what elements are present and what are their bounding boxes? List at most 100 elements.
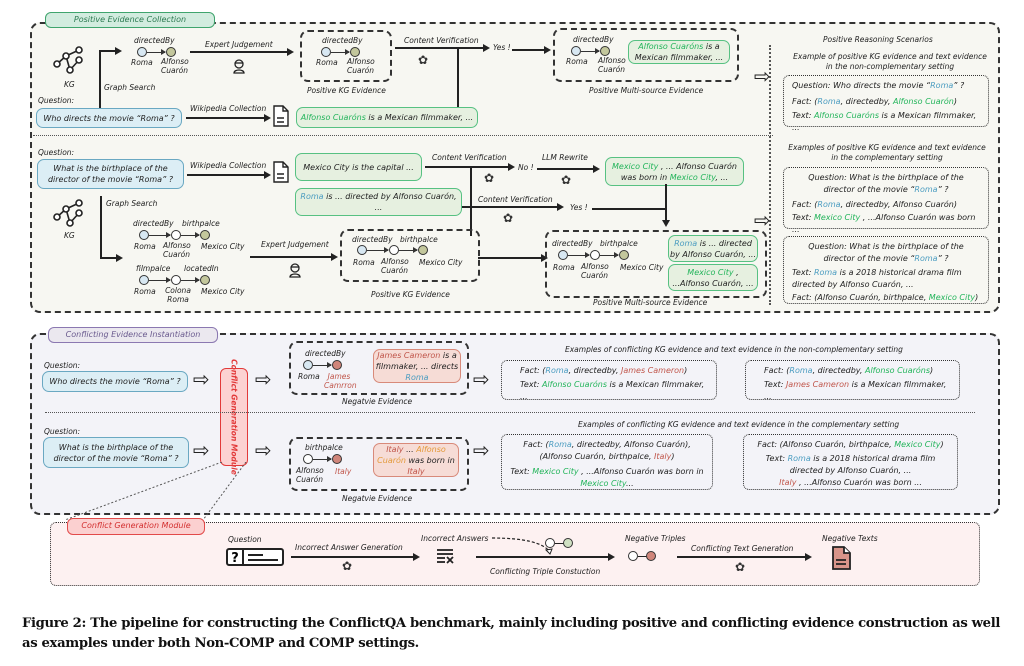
entity-text: Italy [407,466,425,476]
wiki-text-box: Alfonso Cuaróns is a Mexican filmmaker, … [296,107,478,128]
neg-tail: Italy [335,467,352,476]
multi-text: is a Mexican filmmaker, ... [634,42,724,62]
wiki-text-box-1: Mexico City is the capital ... [295,153,422,181]
example-text: Text: James Cameron is a Mexican filmmak… [764,380,947,401]
multi-source-label: Positive Multi-source Evidence [593,298,708,307]
question-label: Question: [44,427,81,436]
node-head [558,250,568,260]
arrow-head [116,254,123,262]
entity-text: Mexico City [669,172,716,182]
triple-edge [149,276,171,284]
kg-evidence-n1: Roma [353,258,375,267]
path1-rel1: directedBy [133,219,174,228]
wikipedia-collection-label: Wikipedia Collection [190,161,267,170]
svg-text:?: ? [231,551,239,566]
example-text: Text: Roma is a 2018 historical drama fi… [792,268,962,289]
openai-icon: ✿ [561,173,572,187]
triple-edge [313,455,332,463]
wikipedia-collection-label: Wikipedia Collection [190,104,267,113]
example-text: Text: Mexico City , ...Alfonso Cuarón wa… [792,213,976,234]
kg-to-multi-line [478,257,542,259]
neg-text: was born in [405,455,455,465]
expert-icon [289,263,301,278]
multi-head: Roma [566,57,588,66]
arrow-head [115,47,122,55]
expert-judgement-line [250,256,331,258]
conflict-noncomp-heading: Examples of conflicting KG evidence and … [565,345,903,354]
step-conflicting-triple-construction: Conflicting Triple Constuction [490,567,601,576]
arrow-head [557,203,564,211]
example-question: Question: What is the birthplace of the … [808,173,964,194]
multi-tail: Alfonso Cuarón [598,56,626,74]
multi-n3: Mexico City [620,263,664,272]
step-incorrect-answer-generation: Incorrect Answer Generation [295,543,403,552]
arrow-head [287,48,294,56]
yes-label: Yes ! [570,203,588,212]
entity-text: Mexico City [687,267,734,277]
expert-judgement-line [190,51,288,53]
llm-rewrite-label: LLM Rewrite [542,153,588,162]
positive-kg-evidence-box [340,229,480,282]
entity-text: Mexico City [612,161,659,171]
arrow-head [541,254,548,262]
step2-line [476,556,608,558]
conflict-generation-module-box: Conflict Generation Module [220,359,248,475]
node-head [303,454,313,464]
node-tail [646,551,656,561]
example-fact: Fact: (Roma, directedby, Alfonso Cuaróns… [764,366,934,375]
node-tail [332,360,342,370]
path2-n3: Mexico City [201,287,245,296]
section-divider [33,135,773,136]
conflicting-evidence-panel [30,333,1000,515]
content-verification-label: Content Verification [404,36,479,45]
no-label: No ! [518,163,534,172]
hollow-arrow-icon: ⇨ [193,367,210,391]
triple-relation: directedBy [134,36,175,45]
hollow-arrow-icon: ⇨ [193,438,210,462]
graph-search-label: Graph Search [106,199,158,208]
conflict-comp-example-2: Fact: (Alfonso Cuarón, birthpalce, Mexic… [743,434,958,490]
entity-text: James Cameron [377,350,441,360]
rewrite-text-box: Mexico City , ... Alfonso Cuarón was bor… [605,157,744,186]
openai-icon: ✿ [503,211,514,225]
figure-caption: Figure 2: The pipeline for constructing … [22,616,1001,651]
node-head [137,47,147,57]
triple-edge [181,276,200,284]
node-tail [332,454,342,464]
hollow-arrow-icon: ⇨ [754,64,771,88]
triple-edge [313,361,332,369]
arrow-head [483,44,490,52]
node-tail [200,230,210,240]
neg-text: is a filmmaker, ... directs [375,350,459,371]
path2-n2: Colona Roma [165,286,191,304]
multi-rel1: directedBy [552,239,593,248]
scenarios-title: Positive Reasoning Scenarios [823,35,933,44]
conflict-generation-module-panel [50,522,980,586]
multi-n1: Roma [553,263,575,272]
example-fact: Fact: (Alfonso Cuarón, birthpalce, Mexic… [792,293,979,302]
triple-edge [555,543,564,545]
question-text: Who directs the movie “Roma” ? [49,377,181,386]
question-label: Question: [44,361,81,370]
expert-icon [233,59,245,74]
positive-multi-source-box [553,28,739,82]
hollow-arrow-icon: ⇨ [473,438,490,462]
content-verification-line-2 [462,206,558,208]
multi-text-box-2: Mexico City , ...Alfonso Cuarón, ... [668,264,758,291]
conflicting-evidence-tag: Conflicting Evidence Instantiation [48,327,218,343]
triple-edge [399,246,418,254]
neg-text-box: Italy ... Alfonso Cuarón was born in Ita… [373,443,459,477]
wiki-text: is a Mexican filmmaker, ... [365,113,474,122]
verification-input-line [457,47,459,107]
hollow-arrow-icon: ⇨ [255,367,272,391]
example-fact: Fact: (Roma, directedby, Alfonso Cuarón) [792,97,958,106]
node-head [139,230,149,240]
conflict-comp-heading: Examples of conflicting KG evidence and … [578,420,900,429]
document-icon [273,161,289,183]
comp-heading: Examples of positive KG evidence and tex… [788,143,986,162]
positive-kg-evidence-label: Positive KG Evidence [371,290,450,299]
node-head [357,245,367,255]
node-mid [171,230,181,240]
negative-texts-label: Negative Texts [822,534,878,543]
kg-evidence-tail: Alfonso Cuarón [347,57,375,75]
